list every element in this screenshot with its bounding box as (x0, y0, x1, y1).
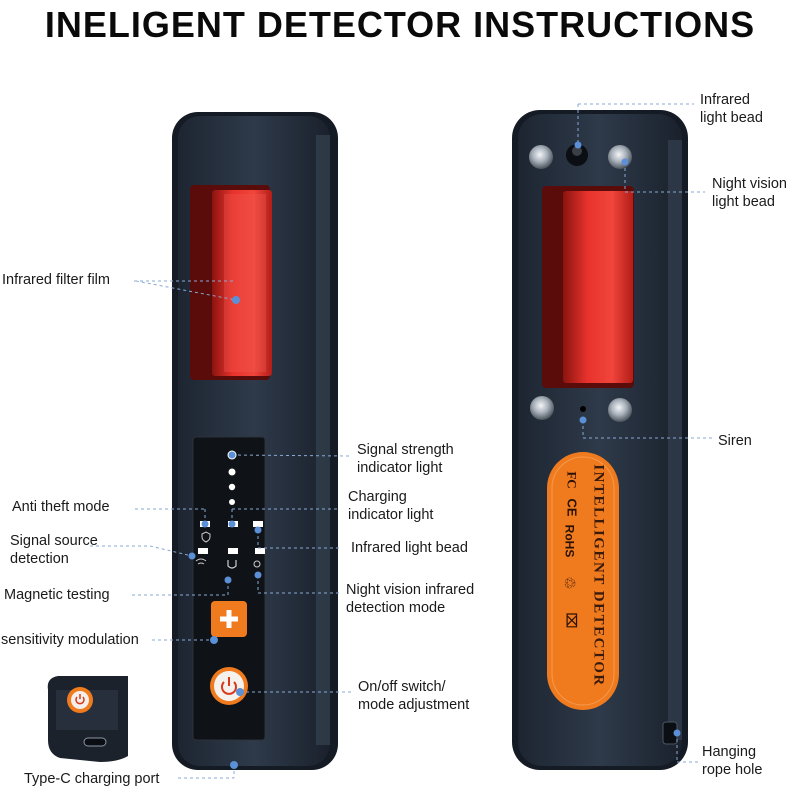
front-device (172, 112, 338, 770)
ce-mark: CE (564, 498, 580, 517)
magnet-icon (227, 560, 237, 569)
typec-inset (47, 676, 128, 762)
label-anti-theft: Anti theft mode (12, 499, 110, 515)
label-infrared-bead-back: Infrared light bead (700, 92, 763, 126)
label-onoff: On/off switch/ mode adjustment (358, 679, 470, 713)
shield-icon (201, 531, 211, 543)
label-signal-source: Signal source detection (10, 533, 98, 567)
power-button[interactable] (210, 667, 248, 705)
fc-mark: FC (564, 471, 580, 489)
recycle-icon: ♲ (560, 576, 578, 590)
infrared-filter-window (190, 185, 272, 380)
back-device (512, 110, 688, 770)
label-night-vision-bead: Night vision light bead (712, 176, 787, 210)
label-infrared-filter-film: Infrared filter film (2, 272, 110, 288)
brand-text: INTELLIGENT DETECTOR (590, 463, 607, 687)
page-title: INELIGENT DETECTOR INSTRUCTIONS (44, 4, 756, 45)
callout-dots (188, 141, 681, 769)
label-charging-indicator: Charging indicator light (348, 489, 434, 523)
label-sensitivity: sensitivity modulation (1, 632, 139, 648)
power-icon (221, 677, 237, 695)
label-night-vision-mode: Night vision infrared detection mode (346, 582, 475, 616)
rohs-mark: RoHS (562, 524, 577, 558)
cert-marks: FC CE RoHS ♲ ⌧ (561, 462, 589, 692)
label-infrared-bead-front: Infrared light bead (351, 540, 468, 556)
label-rope-hole: Hanging rope hole (702, 744, 763, 778)
label-typec: Type-C charging port (24, 771, 160, 787)
sensitivity-plus-button[interactable] (211, 601, 247, 637)
bin-icon: ⌧ (563, 612, 580, 629)
label-magnetic-testing: Magnetic testing (4, 587, 110, 603)
plus-icon (220, 610, 238, 628)
label-siren: Siren (718, 433, 752, 449)
wifi-icon (195, 558, 207, 565)
brand-label (547, 452, 619, 710)
label-signal-strength: Signal strength indicator light (357, 442, 454, 476)
